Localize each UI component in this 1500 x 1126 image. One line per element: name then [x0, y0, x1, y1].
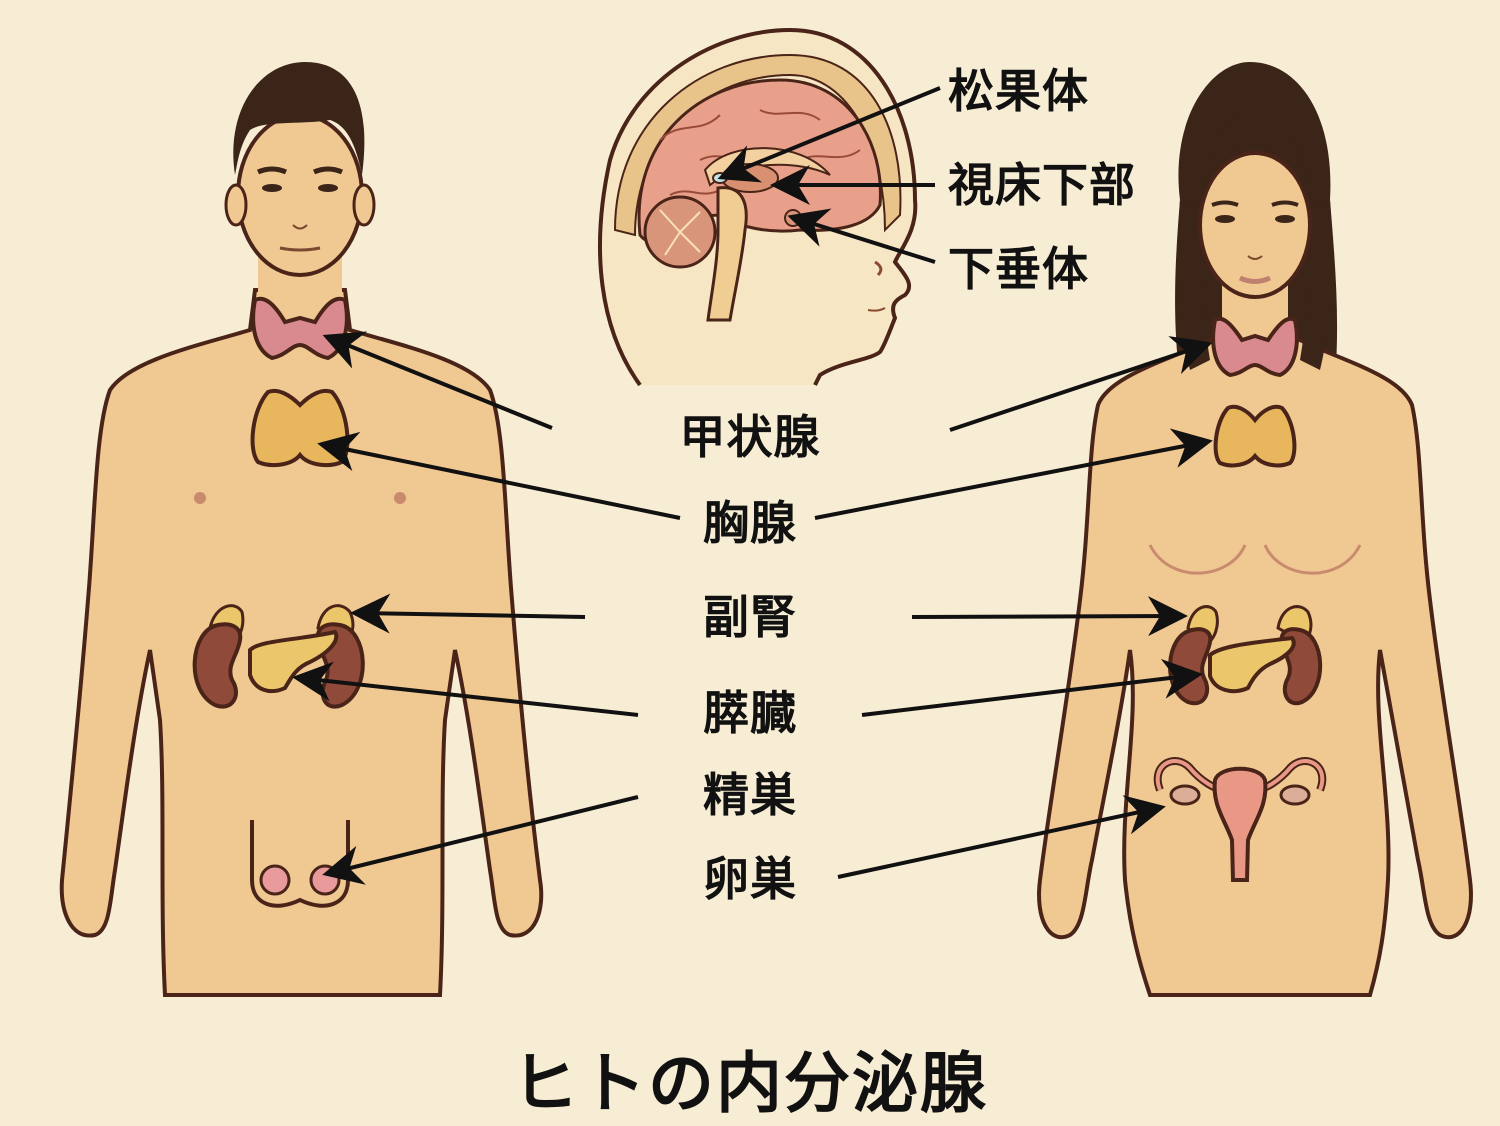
arrow-male-pancreas: [292, 661, 639, 717]
label-thyroid: 甲状腺: [679, 410, 821, 464]
label-adrenal: 副腎: [703, 590, 797, 644]
label-hypothalamus: 視床下部: [948, 158, 1136, 212]
female-thyroid: [1211, 316, 1299, 378]
arrow-male-thyroid: [322, 331, 553, 430]
arrow-female-pancreas: [861, 658, 1203, 717]
arrow-female-adrenal: [911, 596, 1188, 637]
arrow-pituitary: [787, 208, 936, 264]
pointer-arrows: [292, 86, 1213, 885]
male-kidney-left: [192, 622, 243, 709]
arrow-pineal: [717, 86, 941, 183]
diagram-title: ヒトの内分泌腺: [512, 1045, 988, 1122]
label-pancreas: 膵臓: [703, 686, 797, 740]
female-thymus: [1213, 404, 1297, 468]
label-pituitary: 下垂体: [948, 242, 1089, 296]
label-testis: 精巣: [703, 768, 797, 822]
male-hair: [233, 62, 365, 175]
female-kidney-left: [1168, 627, 1213, 706]
arrow-male-thymus: [317, 431, 681, 520]
arrow-male-testis: [322, 795, 639, 885]
arrow-female-thymus: [814, 428, 1213, 520]
brainstem: [706, 186, 748, 322]
male-figure: [59, 62, 544, 997]
label-thymus: 胸腺: [703, 496, 797, 550]
label-pineal: 松果体: [948, 64, 1089, 118]
male-testes: [250, 820, 350, 908]
female-head: [1198, 151, 1312, 299]
arrow-female-ovary: [837, 795, 1166, 879]
female-pancreas: [1208, 635, 1296, 694]
arrow-male-adrenal: [350, 593, 586, 634]
arrow-female-thyroid: [949, 336, 1213, 432]
female-uterus-ovaries: [1153, 757, 1327, 882]
female-figure: [1037, 62, 1473, 997]
label-ovary: 卵巣: [703, 852, 797, 906]
sagittal-head-section: [598, 27, 918, 387]
